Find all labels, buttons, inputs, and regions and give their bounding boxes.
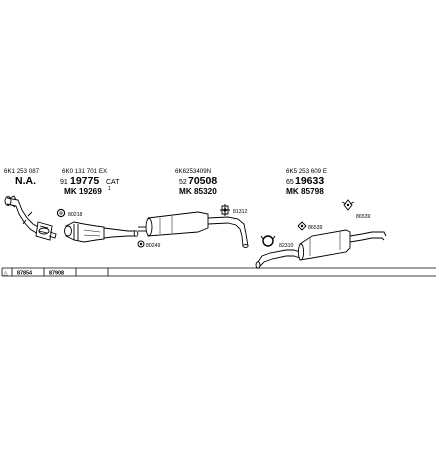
label-82310: 82310: [279, 243, 294, 249]
group-4-ref-prefix: 65: [286, 179, 294, 186]
group-2-ref-suffix: CAT: [106, 179, 120, 186]
clamp-80249: 80249: [137, 240, 161, 249]
group-4-ref-main: 19633: [295, 175, 324, 187]
group-4-mk-number: MK 85798: [286, 187, 324, 196]
group-1-labels: 6K1 253 087 N.A.: [4, 168, 40, 187]
group-3-part-number: 6K6253409N: [175, 168, 211, 175]
group-2-ref-prefix: 91: [60, 179, 68, 186]
table-cell-1: 87854: [17, 271, 32, 277]
hanger-86539-a: 86539: [297, 221, 323, 231]
group-1-part-number: 6K1 253 087: [4, 168, 40, 175]
table-symbol: △: [4, 271, 9, 277]
group-2-part-number: 6K0 131 701 EX: [62, 168, 107, 175]
label-80249: 80249: [146, 243, 161, 249]
group-2-labels: 6K0 131 701 EX 91 19775 CAT MK 19269 1: [60, 168, 120, 196]
group-3-labels: 6K6253409N 52 70508 MK 85320: [175, 168, 217, 196]
label-81312: 81312: [233, 209, 248, 215]
centre-silencer: [138, 211, 249, 248]
group-4-labels: 6K5 253 609 E 65 19633 MK 85798: [286, 168, 327, 196]
group-2-mk-superscript: 1: [108, 186, 111, 192]
catalytic-converter: [64, 221, 139, 243]
label-86539-b: 86539: [356, 214, 371, 220]
footer-table: △ 87854 87908: [1, 267, 436, 277]
group-3-mk-number: MK 85320: [179, 187, 217, 196]
group-1-reference: N.A.: [15, 175, 36, 187]
group-3-ref-prefix: 52: [179, 179, 187, 186]
label-80218: 80218: [68, 212, 83, 218]
group-2-ref-main: 19775: [70, 175, 99, 187]
hanger-86539-b: 86539: [341, 199, 371, 220]
group-3-ref-main: 70508: [188, 175, 217, 187]
label-86539-a: 86539: [308, 225, 323, 231]
table-cell-2: 87908: [49, 271, 64, 277]
clamp-ring: [260, 235, 276, 247]
group-2-mk-number: MK 19269: [64, 187, 102, 196]
gasket-80218: 80218: [56, 208, 83, 218]
group-4-part-number: 6K5 253 609 E: [286, 168, 327, 175]
rear-silencer: [255, 229, 387, 269]
front-exhaust-pipe: [4, 195, 57, 241]
hanger-81312: 81312: [220, 204, 248, 216]
